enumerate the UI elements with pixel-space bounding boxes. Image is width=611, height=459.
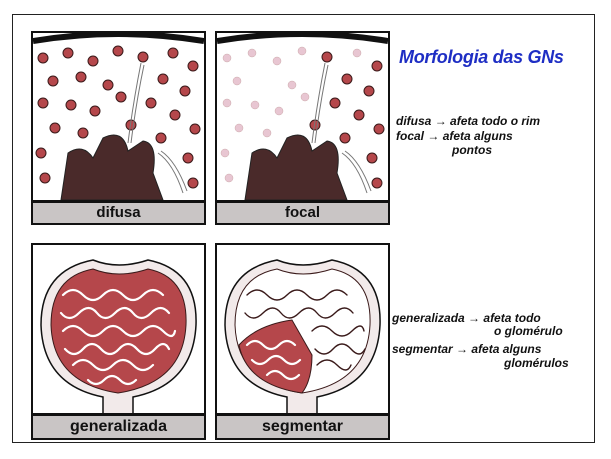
right-arrow-icon: → <box>456 342 468 356</box>
note-focal: focal → afeta alguns <box>396 130 513 143</box>
panel-generalizada: generalizada <box>31 243 206 440</box>
note-difusa-desc: afeta todo o rim <box>450 114 540 128</box>
caption-difusa: difusa <box>33 200 204 223</box>
difusa-illustration <box>33 33 204 200</box>
note-focal-desc-1: afeta alguns <box>443 129 513 143</box>
note-focal-desc-2: pontos <box>452 144 492 157</box>
focal-illustration <box>217 33 388 200</box>
right-arrow-icon: → <box>468 311 480 325</box>
caption-focal: focal <box>217 200 388 223</box>
caption-generalizada: generalizada <box>33 413 204 438</box>
right-arrow-icon: → <box>427 129 439 143</box>
note-segmentar: segmentar → afeta alguns <box>392 343 541 356</box>
note-generalizada-term: generalizada <box>392 311 465 325</box>
note-difusa-term: difusa <box>396 114 431 128</box>
note-segmentar-desc-2: glomérulos <box>504 357 569 370</box>
panel-segmentar: segmentar <box>215 243 390 440</box>
note-focal-term: focal <box>396 129 424 143</box>
note-generalizada-desc-1: afeta todo <box>483 311 540 325</box>
note-segmentar-term: segmentar <box>392 342 453 356</box>
note-difusa: difusa → afeta todo o rim <box>396 115 540 128</box>
slide-title: Morfologia das GNs <box>399 47 564 68</box>
panel-difusa: difusa <box>31 31 206 225</box>
generalizada-illustration <box>33 245 204 413</box>
panel-focal: focal <box>215 31 390 225</box>
note-segmentar-desc-1: afeta alguns <box>471 342 541 356</box>
segmentar-illustration <box>217 245 388 413</box>
note-generalizada-desc-2: o glomérulo <box>494 325 563 338</box>
right-arrow-icon: → <box>435 114 447 128</box>
caption-segmentar: segmentar <box>217 413 388 438</box>
